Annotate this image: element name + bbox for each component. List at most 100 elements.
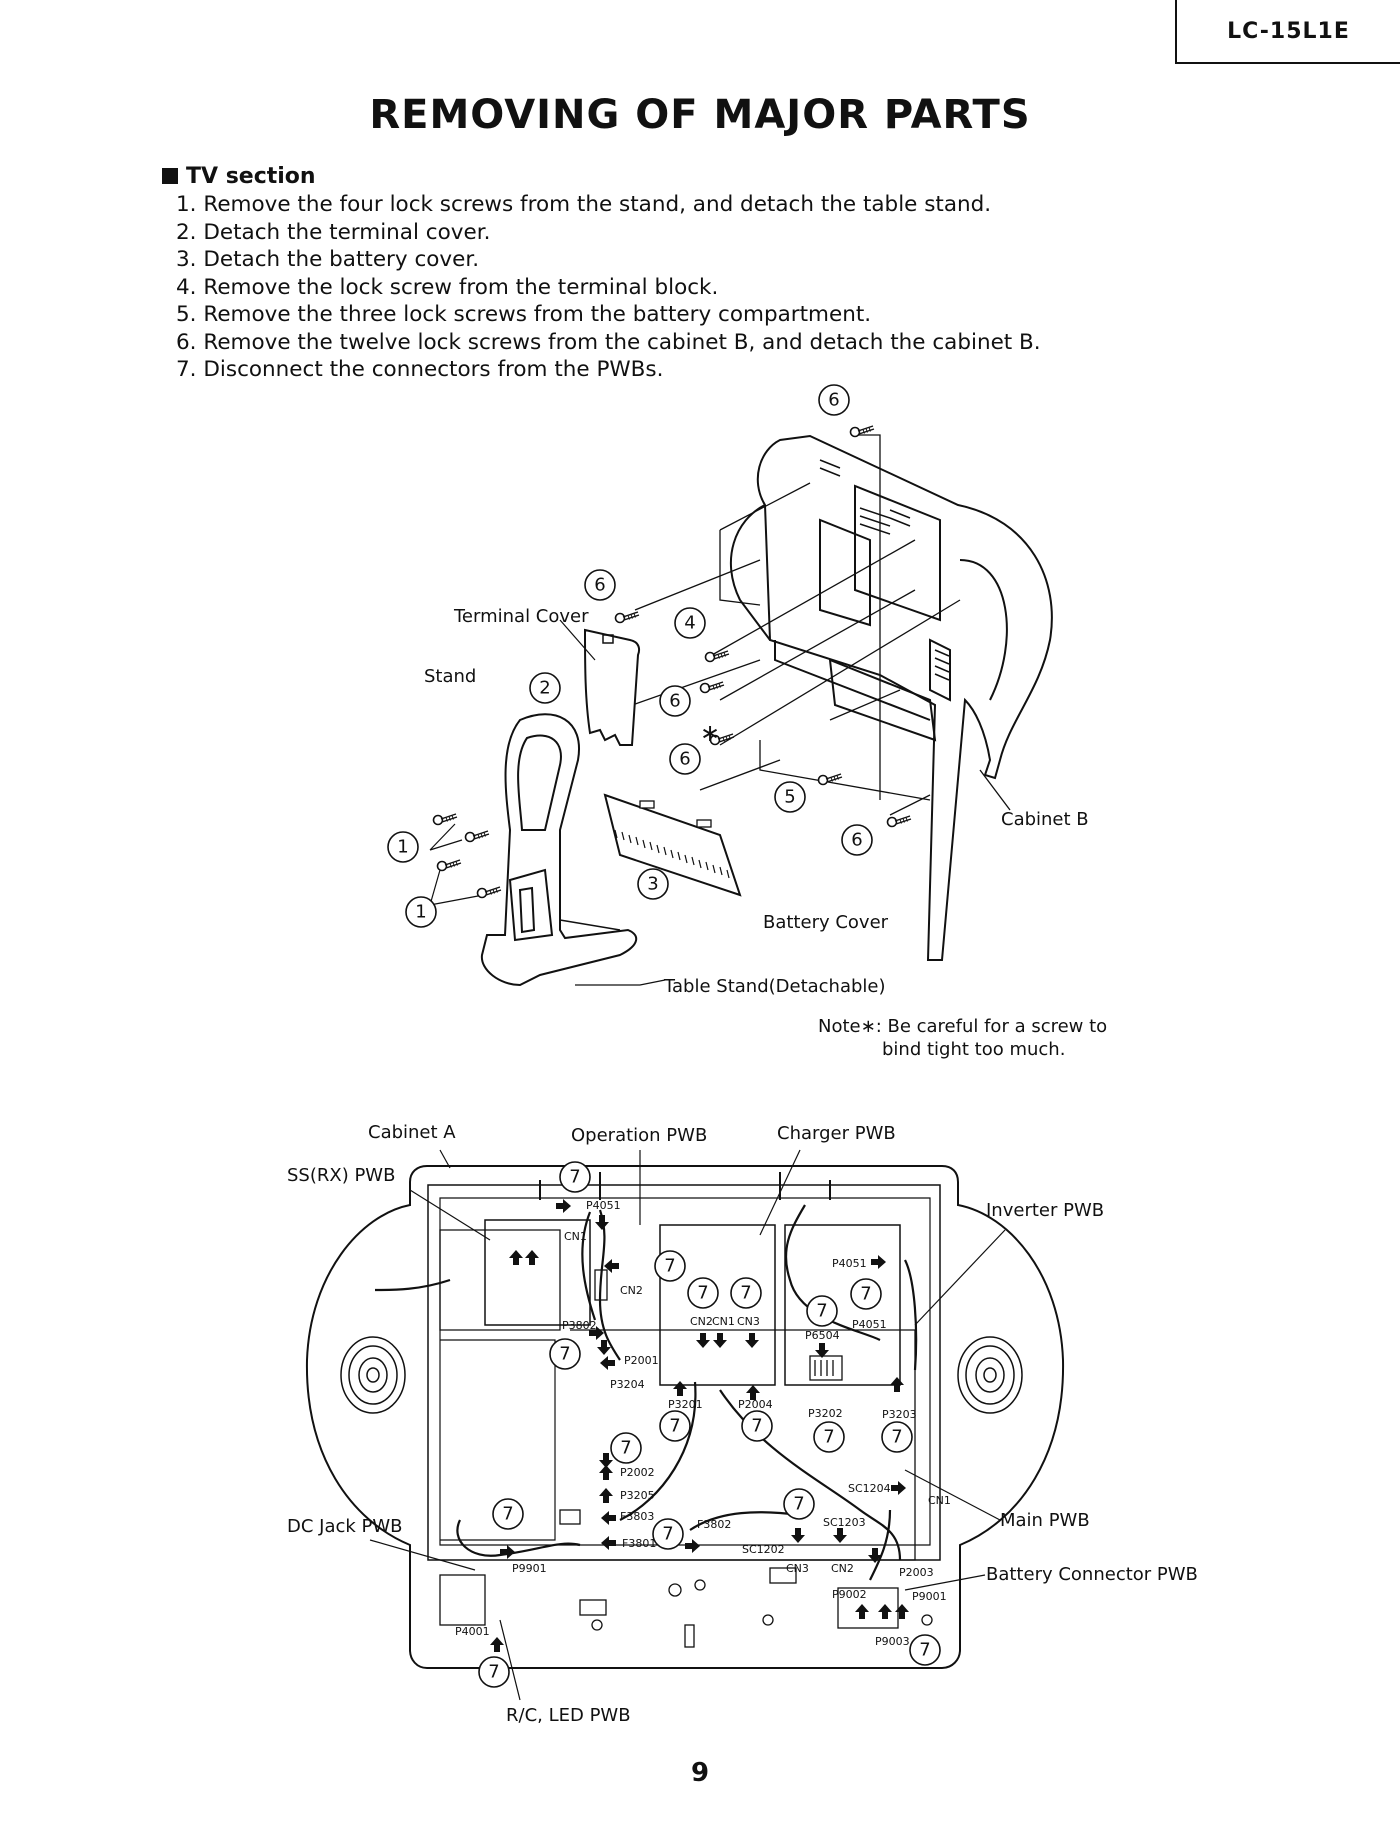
callout: 2 bbox=[529, 672, 561, 704]
svg-text:7: 7 bbox=[793, 1494, 804, 1515]
connector-label: P9003 bbox=[875, 1635, 910, 1648]
svg-text:7: 7 bbox=[816, 1301, 827, 1322]
callout: 7 bbox=[881, 1421, 913, 1453]
callout: 7 bbox=[654, 1250, 686, 1282]
label-terminal-cover: Terminal Cover bbox=[453, 606, 589, 627]
callout: 4 bbox=[674, 607, 706, 639]
connector-label: P4001 bbox=[455, 1625, 490, 1638]
callout: 6 bbox=[584, 569, 616, 601]
callout: 7 bbox=[559, 1161, 591, 1193]
connector-label: SC1204 bbox=[848, 1482, 891, 1495]
step-item: 4. Remove the lock screw from the termin… bbox=[176, 274, 719, 300]
connector-label: F3803 bbox=[620, 1510, 654, 1523]
label-table-stand: Table Stand(Detachable) bbox=[663, 976, 886, 997]
connector-label: P9901 bbox=[512, 1562, 547, 1575]
callout: 7 bbox=[783, 1488, 815, 1520]
note-line-2: bind tight too much. bbox=[882, 1039, 1065, 1060]
label-battery-connector-pwb: Battery Connector PWB bbox=[986, 1564, 1198, 1585]
speaker-left-icon bbox=[340, 1336, 406, 1414]
callout: 7 bbox=[730, 1277, 762, 1309]
connector-label: CN1 bbox=[564, 1230, 587, 1243]
connector-label: CN3 bbox=[737, 1315, 760, 1328]
stand-drawing bbox=[480, 713, 638, 987]
model-number: LC-15L1E bbox=[1227, 18, 1350, 44]
callout: 7 bbox=[850, 1278, 882, 1310]
callout: 6 bbox=[818, 384, 850, 416]
svg-text:6: 6 bbox=[679, 749, 690, 770]
speaker-right-icon bbox=[957, 1336, 1023, 1414]
svg-text:7: 7 bbox=[823, 1427, 834, 1448]
svg-text:5: 5 bbox=[784, 787, 795, 808]
label-rc-led-pwb: R/C, LED PWB bbox=[506, 1705, 631, 1726]
connector-label: P3203 bbox=[882, 1408, 917, 1421]
callout: 1 bbox=[405, 896, 437, 928]
connector-labels: P4051 CN1 CN2 P3802 P2001 P3204 CN2 CN1 … bbox=[455, 1199, 951, 1648]
svg-text:7: 7 bbox=[488, 1662, 499, 1683]
battery-cover-drawing bbox=[603, 793, 742, 897]
callout: 7 bbox=[741, 1410, 773, 1442]
svg-text:1: 1 bbox=[397, 837, 408, 858]
connector-label: P2002 bbox=[620, 1466, 655, 1479]
callouts-diagram1: 6 6 4 2 6 6 5 6 1 1 3 bbox=[387, 384, 873, 928]
svg-text:7: 7 bbox=[569, 1167, 580, 1188]
connector-label: P2001 bbox=[624, 1354, 659, 1367]
connector-label: CN1 bbox=[928, 1494, 951, 1507]
callout: 7 bbox=[659, 1410, 691, 1442]
label-dc-jack-pwb: DC Jack PWB bbox=[287, 1516, 403, 1537]
connector-label: P3202 bbox=[808, 1407, 843, 1420]
step-item: 2. Detach the terminal cover. bbox=[176, 219, 491, 245]
callout: 5 bbox=[774, 781, 806, 813]
svg-text:7: 7 bbox=[502, 1504, 513, 1525]
steps-list: 1. Remove the four lock screws from the … bbox=[176, 191, 1041, 384]
callout: 7 bbox=[806, 1295, 838, 1327]
connector-label: P9002 bbox=[832, 1588, 867, 1601]
page-title: REMOVING OF MAJOR PARTS bbox=[369, 92, 1031, 138]
connector-label: F3802 bbox=[697, 1518, 731, 1531]
label-operation-pwb: Operation PWB bbox=[571, 1125, 707, 1146]
connector-label: SC1203 bbox=[823, 1516, 866, 1529]
connector-label: CN2 bbox=[831, 1562, 854, 1575]
step-item: 5. Remove the three lock screws from the… bbox=[176, 302, 872, 327]
svg-text:7: 7 bbox=[559, 1344, 570, 1365]
callout: 7 bbox=[813, 1421, 845, 1453]
callout: 3 bbox=[637, 868, 669, 900]
connector-label: P2004 bbox=[738, 1398, 773, 1411]
connector-label: CN3 bbox=[786, 1562, 809, 1575]
connector-label: P4051 bbox=[586, 1199, 621, 1212]
label-inverter-pwb: Inverter PWB bbox=[986, 1200, 1104, 1221]
label-cabinet-a: Cabinet A bbox=[368, 1122, 456, 1143]
svg-text:7: 7 bbox=[860, 1284, 871, 1305]
svg-text:2: 2 bbox=[539, 678, 550, 699]
section-heading-text: TV section bbox=[186, 164, 316, 189]
label-ss-rx-pwb: SS(RX) PWB bbox=[287, 1165, 395, 1186]
label-main-pwb: Main PWB bbox=[1000, 1510, 1090, 1531]
svg-text:6: 6 bbox=[851, 830, 862, 851]
svg-text:4: 4 bbox=[684, 613, 695, 634]
svg-text:7: 7 bbox=[620, 1438, 631, 1459]
callout: 7 bbox=[610, 1432, 642, 1464]
note-line-1: Note∗: Be careful for a screw to bbox=[818, 1016, 1107, 1037]
step-item: 6. Remove the twelve lock screws from th… bbox=[176, 329, 1041, 355]
connector-label: P2003 bbox=[899, 1566, 934, 1579]
svg-text:7: 7 bbox=[740, 1283, 751, 1304]
connector-label: P3204 bbox=[610, 1378, 645, 1391]
svg-text:6: 6 bbox=[594, 575, 605, 596]
section-heading: TV section bbox=[162, 164, 316, 189]
connector-label: CN2 bbox=[620, 1284, 643, 1297]
step-item: 3. Detach the battery cover. bbox=[176, 247, 480, 272]
connector-label: P4051 bbox=[852, 1318, 887, 1331]
callout: 7 bbox=[478, 1656, 510, 1688]
callout: 7 bbox=[492, 1498, 524, 1530]
connector-label: P3201 bbox=[668, 1398, 703, 1411]
label-battery-cover: Battery Cover bbox=[763, 912, 889, 933]
step-item: 7. Disconnect the connectors from the PW… bbox=[176, 357, 664, 382]
terminal-cover-drawing bbox=[583, 628, 640, 746]
connector-label: P6504 bbox=[805, 1329, 840, 1342]
callout: 7 bbox=[687, 1277, 719, 1309]
cabinet-b-drawing bbox=[730, 434, 1053, 961]
svg-text:1: 1 bbox=[415, 902, 426, 923]
svg-text:7: 7 bbox=[664, 1256, 675, 1277]
connector-label: P3205 bbox=[620, 1489, 655, 1502]
page-number: 9 bbox=[690, 1758, 710, 1788]
